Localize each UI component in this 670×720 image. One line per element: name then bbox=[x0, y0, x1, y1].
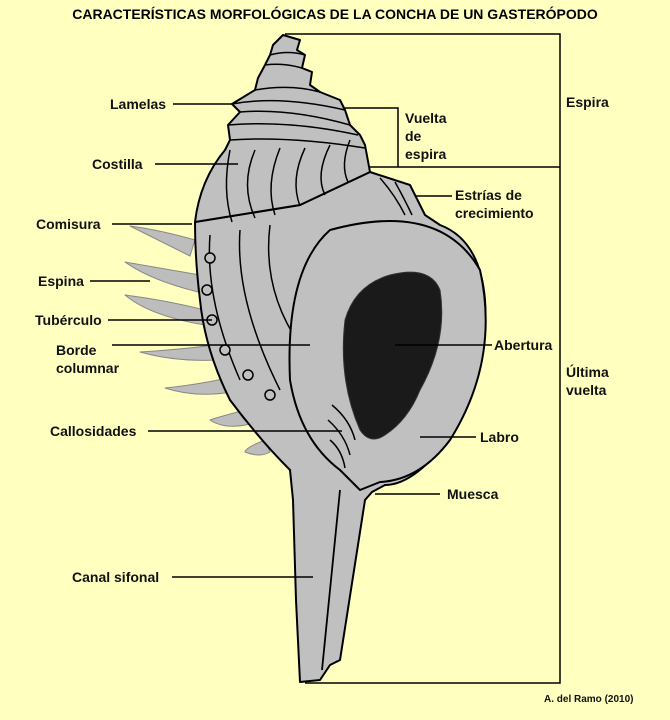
label-line: columnar bbox=[56, 360, 120, 376]
label-labro: Labro bbox=[480, 429, 519, 445]
label-callosidades: Callosidades bbox=[50, 423, 137, 439]
label-espira: Espira bbox=[566, 94, 609, 110]
label-tuberculo: Tubérculo bbox=[35, 312, 102, 328]
aperture bbox=[342, 271, 443, 440]
label-line: Vuelta bbox=[405, 110, 447, 126]
label-costilla: Costilla bbox=[92, 156, 143, 172]
leader-lines bbox=[90, 33, 561, 684]
label-espina: Espina bbox=[38, 273, 84, 289]
label-abertura: Abertura bbox=[494, 337, 553, 353]
label-line: espira bbox=[405, 146, 447, 162]
label-lamelas: Lamelas bbox=[110, 96, 167, 112]
label-ultima-vuelta: Última vuelta bbox=[566, 363, 609, 399]
label-line: crecimiento bbox=[455, 205, 534, 221]
diagram-title: CARACTERÍSTICAS MORFOLÓGICAS DE LA CONCH… bbox=[72, 6, 598, 22]
label-line: Estrías de bbox=[455, 187, 522, 203]
label-line: Última bbox=[566, 364, 609, 380]
label-line: de bbox=[405, 128, 422, 144]
label-estrias: Estrías de crecimiento bbox=[455, 186, 534, 222]
label-comisura: Comisura bbox=[36, 216, 101, 232]
label-canal-sifonal: Canal sifonal bbox=[72, 569, 160, 585]
label-line: Borde bbox=[56, 342, 97, 358]
label-muesca: Muesca bbox=[447, 486, 499, 502]
label-vuelta-de-espira: Vuelta de espira bbox=[405, 109, 447, 163]
label-borde-columnar: Borde columnar bbox=[56, 341, 119, 377]
author-credit: A. del Ramo (2010) bbox=[544, 694, 634, 705]
label-line: vuelta bbox=[566, 382, 607, 398]
